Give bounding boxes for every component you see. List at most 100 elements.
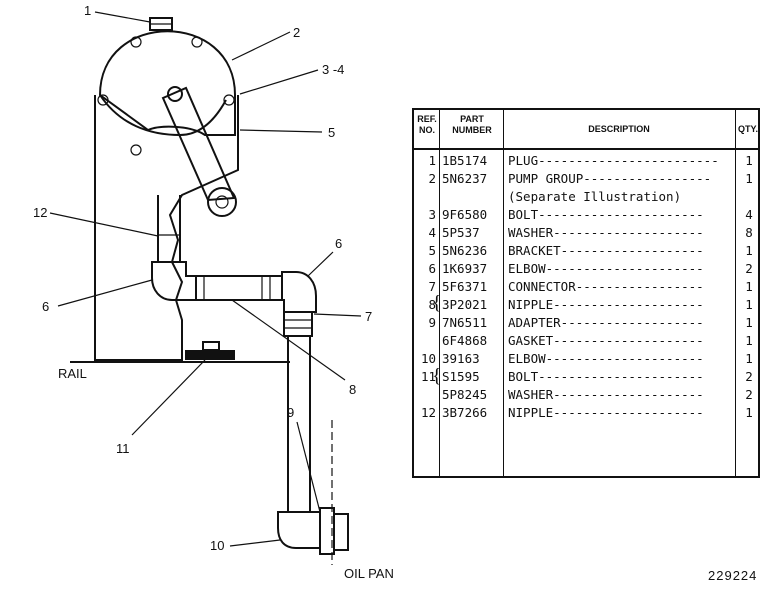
description-cell: WASHER-------------------- <box>508 387 704 402</box>
oil-pan-label: OIL PAN <box>344 566 394 581</box>
part-number-cell: 39163 <box>442 351 480 366</box>
callout-6-right: 6 <box>335 236 342 251</box>
callout-8: 8 <box>349 382 356 397</box>
part-number-cell: 5F6371 <box>442 279 488 294</box>
connector <box>283 311 313 337</box>
qty-cell: 8 <box>745 225 753 240</box>
part-number-cell: 6F4868 <box>442 333 488 348</box>
pump-arm <box>161 86 237 217</box>
qty-cell: 1 <box>745 243 753 258</box>
description-cell: WASHER-------------------- <box>508 225 704 240</box>
table-row: (Separate Illustration) <box>414 188 758 206</box>
table-row: 7 5F6371 CONNECTOR----------------- 1 <box>414 278 758 296</box>
callout-5: 5 <box>328 125 335 140</box>
ref-no-cell: 4 <box>428 225 436 240</box>
part-number-cell: 3B7266 <box>442 405 488 420</box>
description-cell: ELBOW--------------------- <box>508 351 704 366</box>
description-cell: CONNECTOR----------------- <box>508 279 704 294</box>
table-row: 8 3P2021 NIPPLE-------------------- 1 <box>414 296 758 314</box>
description-cell: BOLT---------------------- <box>508 369 704 384</box>
ref-no-cell: 7 <box>428 279 436 294</box>
rail-mount <box>70 341 290 363</box>
column-divider <box>503 110 504 476</box>
table-row: 5 5N6236 BRACKET------------------- 1 <box>414 242 758 260</box>
ref-no-cell: 6 <box>428 261 436 276</box>
table-row: 10 39163 ELBOW--------------------- 1 <box>414 350 758 368</box>
qty-cell: 1 <box>745 405 753 420</box>
elbow-right <box>281 271 317 313</box>
ref-no-cell: 3 <box>428 207 436 222</box>
qty-cell: 4 <box>745 207 753 222</box>
description-cell: (Separate Illustration) <box>508 189 682 204</box>
brace-9: { <box>432 292 442 314</box>
description-cell: PLUG------------------------ <box>508 153 719 168</box>
part-number-cell: 5P8245 <box>442 387 488 402</box>
description-cell: ELBOW--------------------- <box>508 261 704 276</box>
callout-6-left: 6 <box>42 299 49 314</box>
table-row: 11 S1595 BOLT---------------------- 2 <box>414 368 758 386</box>
plug <box>149 17 173 31</box>
figure-number: 229224 <box>708 568 758 583</box>
ref-no-cell: 11 <box>420 369 436 384</box>
header-description: DESCRIPTION <box>588 124 650 134</box>
table-header: REF. NO. PART NUMBER DESCRIPTION QTY. <box>414 110 758 150</box>
part-number-cell: S1595 <box>442 369 480 384</box>
table-row: 9 7N6511 ADAPTER------------------- 1 <box>414 314 758 332</box>
callout-10: 10 <box>210 538 224 553</box>
callout-3-4: 3 -4 <box>322 62 344 77</box>
callout-1: 1 <box>84 3 91 18</box>
table-row: 6F4868 GASKET-------------------- 1 <box>414 332 758 350</box>
header-ref-no: REF. NO. <box>417 114 437 135</box>
part-number-cell: 5N6236 <box>442 243 488 258</box>
callout-12: 12 <box>33 205 47 220</box>
pipe-vertical <box>287 336 311 512</box>
qty-cell: 2 <box>745 369 753 384</box>
qty-cell: 1 <box>745 351 753 366</box>
ref-no-cell: 10 <box>420 351 436 366</box>
ref-no-cell: 8 <box>428 297 436 312</box>
description-cell: NIPPLE-------------------- <box>508 405 704 420</box>
description-cell: BRACKET------------------- <box>508 243 704 258</box>
ref-no-cell: 9 <box>428 315 436 330</box>
part-number-cell: 3P2021 <box>442 297 488 312</box>
qty-cell: 2 <box>745 387 753 402</box>
elbow-left <box>151 261 197 301</box>
ref-no-cell: 5 <box>428 243 436 258</box>
callout-7: 7 <box>365 309 372 324</box>
description-cell: NIPPLE-------------------- <box>508 297 704 312</box>
part-number-cell: 9F6580 <box>442 207 488 222</box>
nipple-8 <box>196 275 282 301</box>
qty-cell: 1 <box>745 171 753 186</box>
table-row: 5P8245 WASHER-------------------- 2 <box>414 386 758 404</box>
part-number-cell: 1K6937 <box>442 261 488 276</box>
ref-no-cell: 12 <box>420 405 436 420</box>
description-cell: GASKET-------------------- <box>508 333 704 348</box>
leader-lines <box>49 11 362 547</box>
callout-2: 2 <box>293 25 300 40</box>
header-qty: QTY. <box>737 124 758 134</box>
ref-no-cell: 1 <box>428 153 436 168</box>
table-row: 12 3B7266 NIPPLE-------------------- 1 <box>414 404 758 422</box>
elbow-oil-pan <box>277 507 349 555</box>
column-divider <box>735 110 736 476</box>
qty-cell: 1 <box>745 297 753 312</box>
qty-cell: 1 <box>745 333 753 348</box>
part-number-cell: 7N6511 <box>442 315 488 330</box>
header-part-number: PART NUMBER <box>452 114 492 135</box>
brace-11: { <box>432 365 442 387</box>
qty-cell: 1 <box>745 279 753 294</box>
column-divider <box>439 110 440 476</box>
qty-cell: 1 <box>745 153 753 168</box>
description-cell: PUMP GROUP----------------- <box>508 171 712 186</box>
qty-cell: 1 <box>745 315 753 330</box>
callout-9: 9 <box>287 405 294 420</box>
description-cell: ADAPTER------------------- <box>508 315 704 330</box>
table-row: 4 5P537 WASHER-------------------- 8 <box>414 224 758 242</box>
part-number-cell: 5P537 <box>442 225 480 240</box>
ref-no-cell: 2 <box>428 171 436 186</box>
parts-list-table: REF. NO. PART NUMBER DESCRIPTION QTY. { … <box>412 108 760 478</box>
